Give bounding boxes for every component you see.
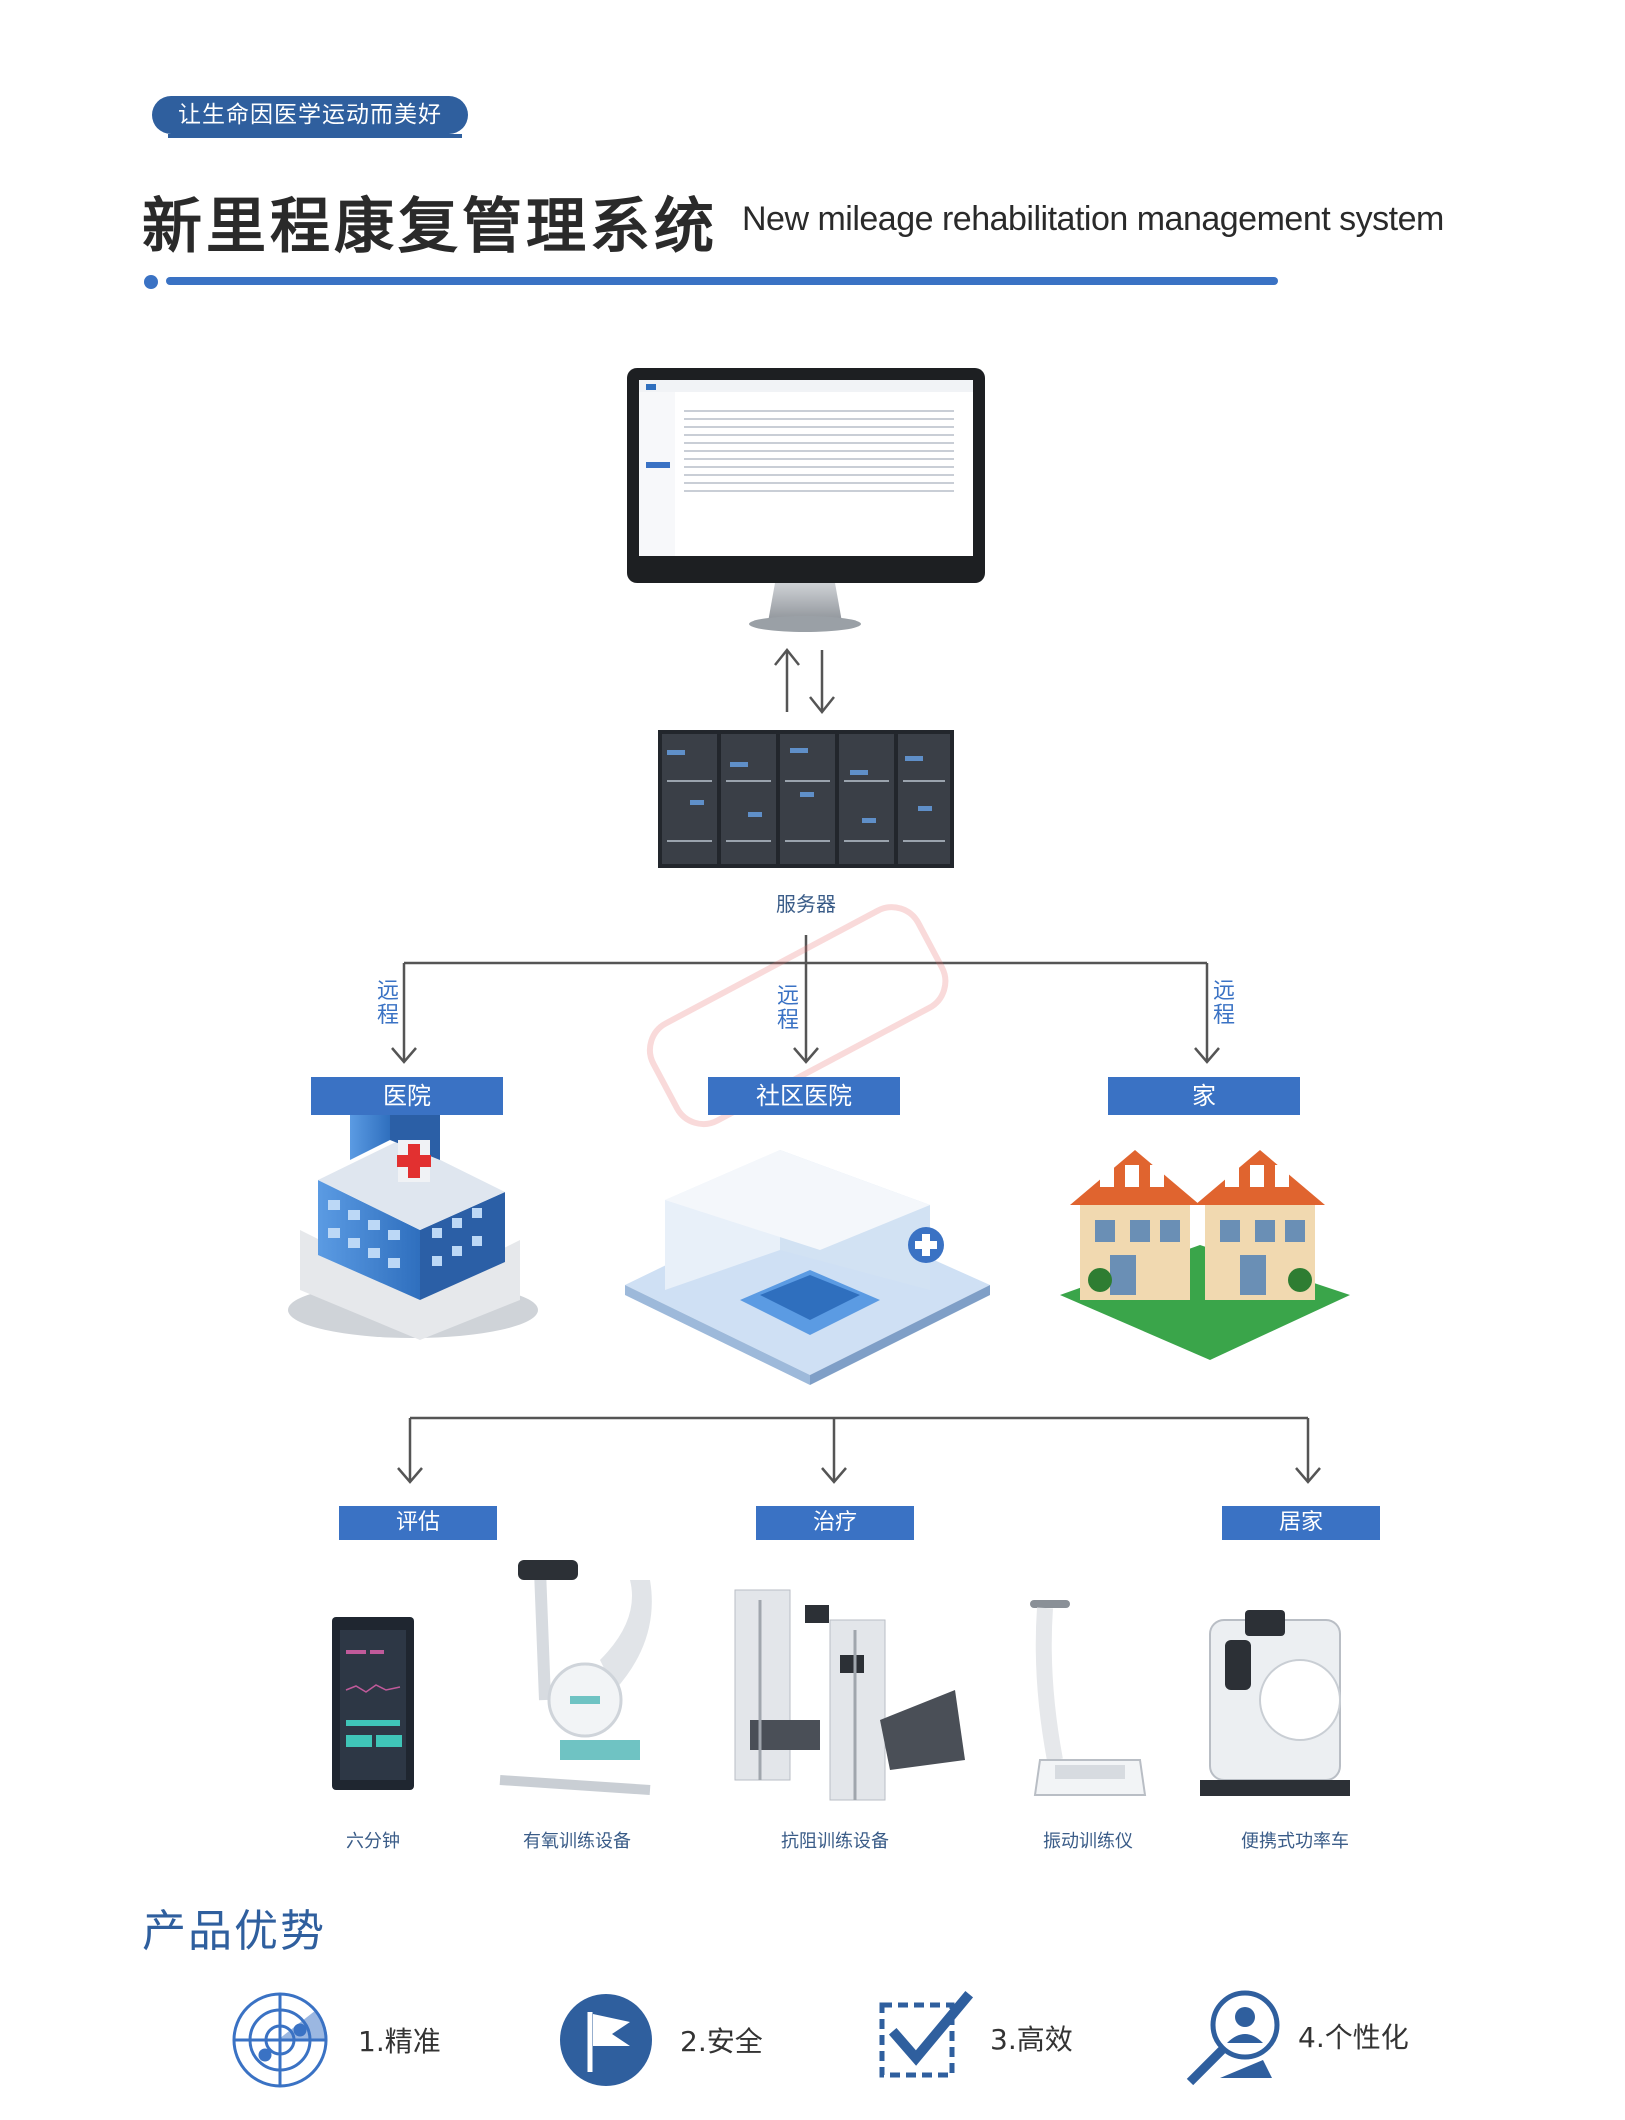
advantage-precise-label: 1.精准 <box>358 2025 441 2058</box>
server-rack-icon <box>658 730 954 868</box>
device-label-resistance: 抗阻训练设备 <box>781 1831 889 1852</box>
title-dot <box>144 275 158 289</box>
device-label-aerobic: 有氧训练设备 <box>523 1831 631 1852</box>
recumbent-bike-icon <box>499 1560 652 1795</box>
resistance-machine-icon <box>734 1589 965 1801</box>
remote-label-home: 远程 <box>1212 979 1235 1028</box>
checkbox-icon <box>879 1990 974 2078</box>
hospital-building-icon <box>288 1080 538 1340</box>
remote-label-community: 远程 <box>776 984 799 1033</box>
device-label-ergometer: 便携式功率车 <box>1241 1831 1349 1852</box>
remote-label-hospital: 远程 <box>376 979 399 1028</box>
slogan-badge: 让生命因医学运动而美好 <box>152 96 468 134</box>
six-minute-tablet-icon <box>332 1617 414 1790</box>
device-label-six-minute: 六分钟 <box>346 1831 400 1852</box>
flag-icon <box>560 1994 652 2086</box>
category-home-label: 居家 <box>1222 1506 1380 1540</box>
vibration-trainer-icon <box>1030 1600 1147 1796</box>
remote-connector-lines <box>391 935 1220 1064</box>
advantage-efficient-label: 3.高效 <box>990 2023 1073 2056</box>
portable-ergometer-icon <box>1200 1610 1350 1796</box>
watermark-stamp <box>646 904 949 1127</box>
monitor-icon <box>627 368 985 632</box>
slogan-underline <box>168 134 462 138</box>
category-treatment-label: 治疗 <box>756 1506 914 1540</box>
server-label: 服务器 <box>776 892 836 916</box>
page-subtitle: New mileage rehabilitation management sy… <box>742 200 1444 238</box>
page-title: 新里程康复管理系统 <box>142 192 718 262</box>
home-houses-icon <box>1060 1150 1350 1360</box>
radar-icon <box>232 1992 328 2088</box>
category-assessment-label: 评估 <box>339 1506 497 1540</box>
sync-arrows-icon <box>774 647 835 715</box>
site-hospital-label: 医院 <box>311 1077 503 1115</box>
user-search-icon <box>1186 1990 1280 2086</box>
advantages-title: 产品优势 <box>142 1906 326 1957</box>
advantage-safe-label: 2.安全 <box>680 2025 763 2058</box>
site-home-label: 家 <box>1108 1077 1300 1115</box>
community-hospital-icon <box>625 1150 990 1385</box>
category-connector-lines <box>397 1416 1321 1484</box>
site-community-label: 社区医院 <box>708 1077 900 1115</box>
advantage-personalized-label: 4.个性化 <box>1298 2021 1409 2054</box>
title-divider <box>166 277 1278 285</box>
device-label-vibration: 振动训练仪 <box>1043 1831 1133 1852</box>
